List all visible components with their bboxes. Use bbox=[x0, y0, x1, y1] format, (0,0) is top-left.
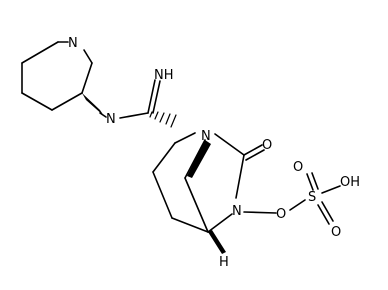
atom-bridgehead-h: H bbox=[219, 255, 229, 270]
atom-sulfonyl-o-top: O bbox=[293, 160, 303, 175]
bicyclic-core bbox=[152, 132, 265, 233]
sulfate-group bbox=[243, 172, 341, 225]
atom-piperidine-n: N bbox=[68, 36, 78, 51]
amidine-group bbox=[119, 79, 161, 119]
wedge-bond-h bbox=[208, 230, 226, 254]
wedge-bond-c3 bbox=[82, 93, 104, 116]
wedge-bond-bridge bbox=[187, 140, 211, 178]
atom-bridge-n1: N bbox=[201, 129, 211, 144]
piperidine-ring bbox=[21, 41, 93, 111]
atom-amidine-n: N bbox=[106, 112, 116, 127]
atom-imine-nh: NH bbox=[154, 68, 174, 83]
atom-sulfur: S bbox=[308, 190, 316, 205]
hash-bond-c2 bbox=[149, 111, 177, 128]
atom-hydroxyl: OH bbox=[340, 175, 360, 190]
atom-sulfonyl-o-bottom: O bbox=[331, 225, 341, 240]
atom-carbonyl-o: O bbox=[262, 138, 272, 153]
atom-ester-o: O bbox=[276, 207, 286, 222]
atom-bridge-n6: N bbox=[232, 204, 242, 219]
